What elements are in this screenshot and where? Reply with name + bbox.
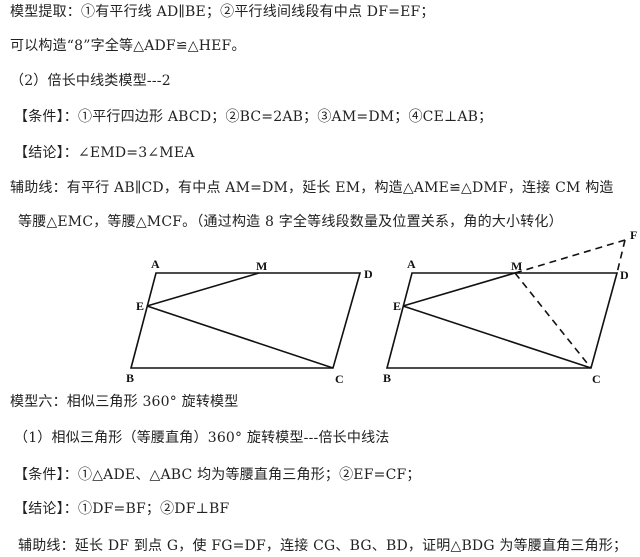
left-parallelogram-figure	[129, 272, 362, 369]
right-parallelogram-figure	[385, 239, 626, 369]
dashed-segment-mc	[514, 272, 592, 369]
line-section-2-title: （2）倍长中线类模型---2	[10, 73, 171, 89]
line-model-6-title: 模型六：相似三角形 360° 旋转模型	[10, 394, 239, 410]
label-b: B	[126, 371, 134, 385]
right-figure-labels: A M D E B C F	[383, 228, 637, 386]
line-conditions-1: 【条件】：①平行四边形 ABCD；②BC=2AB；③AM=DM；④CE⊥AB；	[14, 109, 493, 125]
line-conditions-2: 【条件】：①△ADE、△ABC 均为等腰直角三角形；②EF=CF；	[14, 467, 421, 483]
segment-ec	[146, 305, 334, 369]
label-f: F	[630, 228, 637, 242]
parallelogram-abcd	[385, 272, 619, 369]
line-model-extract: 模型提取：①有平行线 AD∥BE；②平行线间线段有中点 DF=EF；	[10, 4, 435, 20]
label-a: A	[151, 257, 160, 271]
dashed-aux-lines	[514, 239, 626, 369]
parallelogram-abcd	[129, 272, 362, 369]
line-conclusion-2: 【结论】：①DF=BF；②DF⊥BF	[14, 501, 230, 517]
line-construct-8: 可以构造“8”字全等△ADF≌△HEF。	[10, 38, 246, 54]
line-aux-2: 辅助线：延长 DF 到点 G，使 FG=DF，连接 CG、BG、BD，证明△BD…	[18, 538, 628, 554]
segment-em	[402, 272, 516, 307]
label-c: C	[335, 372, 344, 386]
label-m: M	[511, 259, 522, 273]
label-c: C	[592, 372, 601, 386]
label-m: M	[256, 259, 267, 273]
segment-ec	[402, 305, 592, 369]
line-aux-1b: 等腰△EMC，等腰△MCF。（通过构造 8 字全等线段数量及位置关系，角的大小转…	[18, 214, 563, 230]
label-e: E	[136, 299, 144, 313]
segment-em	[146, 272, 260, 307]
label-d: D	[620, 268, 629, 282]
line-section-1-title: （1）相似三角形（等腰直角）360° 旋转模型---倍长中线法	[14, 430, 390, 446]
label-d: D	[364, 267, 373, 281]
dashed-segment-fd	[616, 239, 626, 274]
label-e: E	[393, 299, 401, 313]
label-a: A	[407, 257, 416, 271]
left-figure-labels: A M D E B C	[126, 257, 373, 386]
line-conclusion-1: 【结论】：∠EMD=3∠MEA	[14, 145, 195, 161]
dashed-segment-mf	[514, 239, 626, 274]
label-b: B	[383, 371, 391, 385]
line-aux-1a: 辅助线：有平行 AB∥CD，有中点 AM=DM，延长 EM，构造△AME≌△DM…	[10, 180, 614, 196]
